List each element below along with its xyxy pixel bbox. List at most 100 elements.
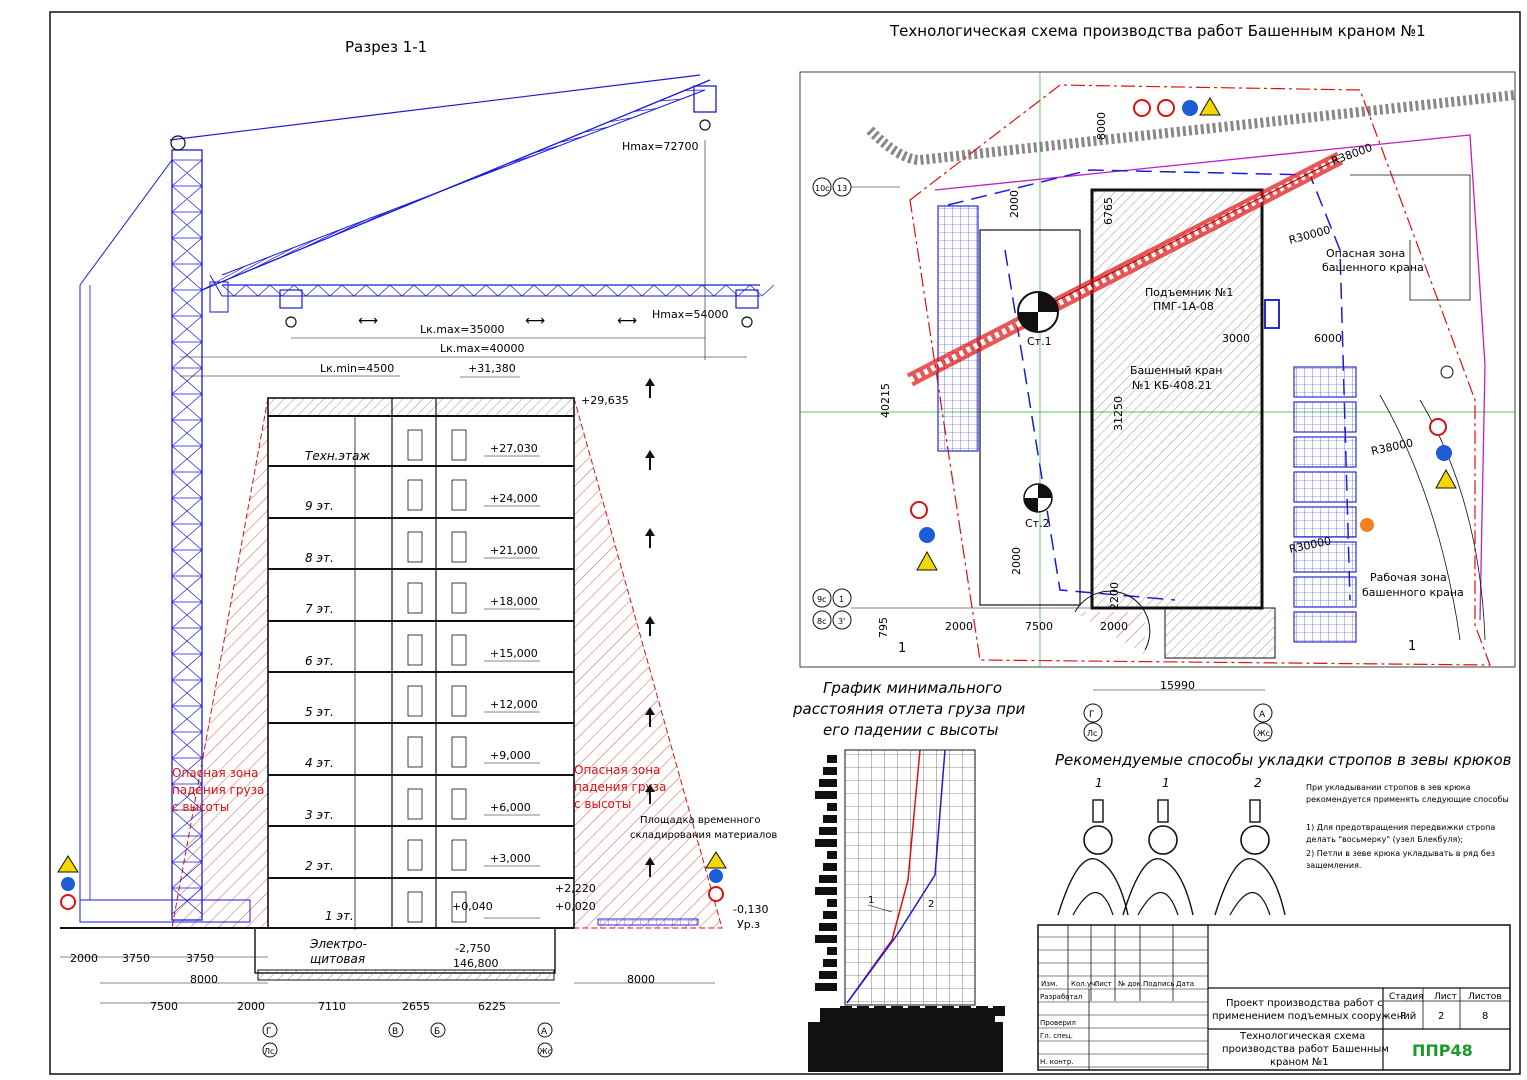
hmax-72700: Hmax=72700	[622, 140, 698, 153]
svg-text:Технологическая схема: Технологическая схема	[1239, 1031, 1365, 1042]
plan-axis-marks: 10с 13 9с 1 8с 3' Г Лс А Жс	[812, 177, 1273, 742]
basement-abs-level: 146,800	[453, 957, 499, 970]
storage-label: Площадка временного складирования матери…	[630, 815, 777, 841]
svg-text:А: А	[1259, 710, 1266, 720]
svg-text:⟷: ⟷	[525, 313, 545, 329]
svg-text:Листов: Листов	[1468, 992, 1502, 1002]
stamp-header: № док.	[1118, 980, 1143, 988]
dim-row2-0: 8000	[190, 973, 218, 986]
svg-text:8с: 8с	[817, 617, 827, 626]
graph-title: График минимального расстояния отлета гр…	[792, 679, 1030, 739]
work-zone-1: Рабочая зона	[1370, 571, 1447, 584]
svg-text:2000: 2000	[945, 620, 973, 633]
dim-row1-0: 2000	[70, 952, 98, 965]
fall-distance-graph: График минимального расстояния отлета гр…	[792, 679, 1030, 1072]
basement-level: -2,750	[455, 942, 490, 955]
svg-text:2: 2	[1254, 776, 1262, 790]
building-section	[254, 397, 575, 981]
svg-text:2: 2	[1438, 1011, 1444, 1022]
svg-text:2000: 2000	[1100, 620, 1128, 633]
slings-section: Рекомендуемые способы укладки стропов в …	[1055, 751, 1512, 916]
floor-label: 3 эт.	[305, 808, 334, 822]
hmax-54000: Hmax=54000	[652, 308, 728, 321]
stamp-header: Изм.	[1041, 980, 1057, 988]
basement-label-1: Электро-	[309, 937, 367, 951]
slings-title: Рекомендуемые способы укладки стропов в …	[1055, 751, 1512, 769]
svg-text:⟷: ⟷	[358, 313, 378, 329]
plan-view: Технологическая схема производства работ…	[799, 22, 1516, 742]
floor-label: 4 эт.	[305, 756, 334, 770]
cut-mark-right: 1	[1408, 639, 1416, 654]
level-0130: -0,130	[733, 903, 768, 916]
svg-text:Лист: Лист	[1434, 992, 1457, 1002]
lk-min-4500: Lк.min=4500	[320, 362, 394, 375]
svg-text:⟷: ⟷	[617, 313, 637, 329]
svg-text:13: 13	[837, 184, 847, 193]
tower-crane	[60, 74, 775, 929]
stamp-row-label: Разработал	[1040, 993, 1082, 1001]
dim-row3-3: 2655	[402, 1000, 430, 1013]
svg-text:R30000: R30000	[1287, 223, 1332, 247]
stamp-row-label: Гл. спец.	[1040, 1032, 1073, 1040]
svg-text:2: 2	[928, 899, 934, 910]
plan-title: Технологическая схема производства работ…	[889, 22, 1426, 40]
section-axes: Г Лс В Б А Жс	[262, 1022, 553, 1058]
logo: ППР48	[1412, 1041, 1473, 1060]
svg-text:3': 3'	[838, 617, 845, 626]
svg-text:6000: 6000	[1314, 332, 1342, 345]
crane-label-1: Башенный кран	[1130, 364, 1222, 377]
floor-label: 6 эт.	[305, 654, 334, 668]
floor-level: +6,000	[490, 801, 531, 814]
floor-level: +15,000	[490, 647, 538, 660]
level-roof: +29,635	[581, 394, 629, 407]
floor-label: 7 эт.	[305, 602, 334, 616]
lift-label-2: ПМГ-1А-08	[1153, 300, 1214, 313]
level-top: +31,380	[468, 362, 516, 375]
floor-level: +0,040	[452, 900, 493, 913]
floor-label: Техн.этаж	[305, 449, 370, 463]
curve-2	[846, 749, 946, 1004]
floor-level: +12,000	[490, 698, 538, 711]
lift-label-1: Подъемник №1	[1145, 286, 1233, 299]
danger-label-left: Опасная зона падения груза с высоты	[172, 766, 268, 814]
svg-text:9с: 9с	[817, 595, 827, 604]
stamp-header: Лист	[1094, 980, 1112, 988]
svg-text:10с: 10с	[815, 184, 830, 193]
floor-level: +9,000	[490, 749, 531, 762]
dim-row3-2: 7110	[318, 1000, 346, 1013]
svg-text:8: 8	[1482, 1011, 1488, 1022]
dim-row3-4: 6225	[478, 1000, 506, 1013]
svg-text:1: 1	[839, 595, 844, 604]
floor-level: +27,030	[490, 442, 538, 455]
svg-text:В: В	[392, 1027, 398, 1037]
svg-text:2000: 2000	[1008, 190, 1021, 218]
basement-label-2: щитовая	[310, 952, 365, 966]
lk-max-40000: Lк.max=40000	[440, 342, 524, 355]
svg-text:6765: 6765	[1102, 197, 1115, 225]
floor-label: 1 эт.	[325, 909, 354, 923]
floor-label: 5 эт.	[305, 705, 334, 719]
plan-danger-zone-1: Опасная зона	[1326, 247, 1405, 260]
svg-text:Проект производства работ с: Проект производства работ с	[1226, 998, 1383, 1009]
svg-text:2200: 2200	[1108, 582, 1121, 610]
svg-text:Лс: Лс	[1087, 729, 1097, 738]
sheet-frame	[49, 11, 1521, 1075]
hook-drawings	[1057, 799, 1286, 916]
svg-text:2000: 2000	[1010, 547, 1023, 575]
svg-text:3000: 3000	[1222, 332, 1250, 345]
svg-text:7500: 7500	[1025, 620, 1053, 633]
lift-icon	[1264, 299, 1280, 329]
lk-max-35000: Lк.max=35000	[420, 323, 504, 336]
svg-text:31250: 31250	[1112, 396, 1125, 431]
dim-row2-1: 8000	[627, 973, 655, 986]
danger-zone-right	[573, 397, 723, 929]
stamp-row-label: Проверил	[1040, 1019, 1076, 1027]
svg-text:краном №1: краном №1	[1270, 1057, 1329, 1068]
stamp-header: Подпись	[1143, 980, 1175, 988]
svg-text:Б: Б	[434, 1027, 440, 1037]
cut-mark-left: 1	[898, 641, 906, 656]
svg-text:Лс: Лс	[264, 1047, 274, 1056]
section-title: Разрез 1-1	[345, 38, 427, 56]
